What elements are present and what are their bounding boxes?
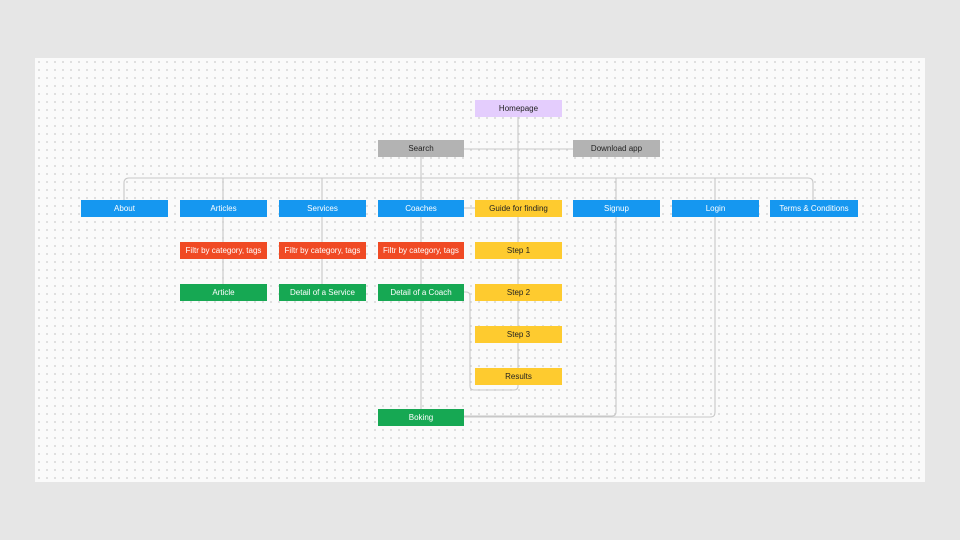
node-login[interactable]: Login [672,200,759,217]
node-filter-coaches[interactable]: Filtr by category, tags [378,242,464,259]
node-service-detail[interactable]: Detail of a Service [279,284,366,301]
node-articles[interactable]: Articles [180,200,267,217]
node-filter-services[interactable]: Filtr by category, tags [279,242,366,259]
node-terms[interactable]: Terms & Conditions [770,200,858,217]
node-guide[interactable]: Guide for finding [475,200,562,217]
node-download-app[interactable]: Download app [573,140,660,157]
node-results[interactable]: Results [475,368,562,385]
node-signup[interactable]: Signup [573,200,660,217]
diagram-canvas [35,58,925,482]
node-services[interactable]: Services [279,200,366,217]
node-filter-articles[interactable]: Filtr by category, tags [180,242,267,259]
node-article[interactable]: Article [180,284,267,301]
node-step-3[interactable]: Step 3 [475,326,562,343]
node-search[interactable]: Search [378,140,464,157]
node-step-1[interactable]: Step 1 [475,242,562,259]
node-coach-detail[interactable]: Detail of a Coach [378,284,464,301]
node-about[interactable]: About [81,200,168,217]
node-booking[interactable]: Boking [378,409,464,426]
node-coaches[interactable]: Coaches [378,200,464,217]
node-step-2[interactable]: Step 2 [475,284,562,301]
node-homepage[interactable]: Homepage [475,100,562,117]
